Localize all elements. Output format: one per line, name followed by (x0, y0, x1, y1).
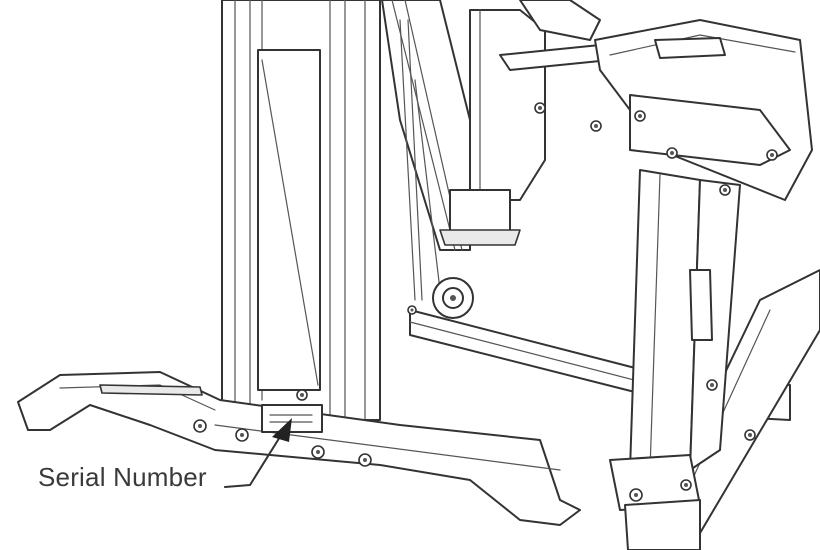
base-frame (17, 371, 581, 526)
frame-bolts (193, 102, 778, 502)
rear-post (439, 189, 521, 246)
leader-arrowhead (272, 418, 292, 442)
leg-lever-arm (609, 94, 791, 550)
serial-number-label: Serial Number (38, 462, 207, 492)
pulley-wheel (432, 277, 474, 319)
cable-assembly (399, 19, 441, 301)
rear-guide-rails (381, 0, 611, 251)
serial-number-leader (224, 418, 292, 488)
main-column (221, 0, 381, 421)
